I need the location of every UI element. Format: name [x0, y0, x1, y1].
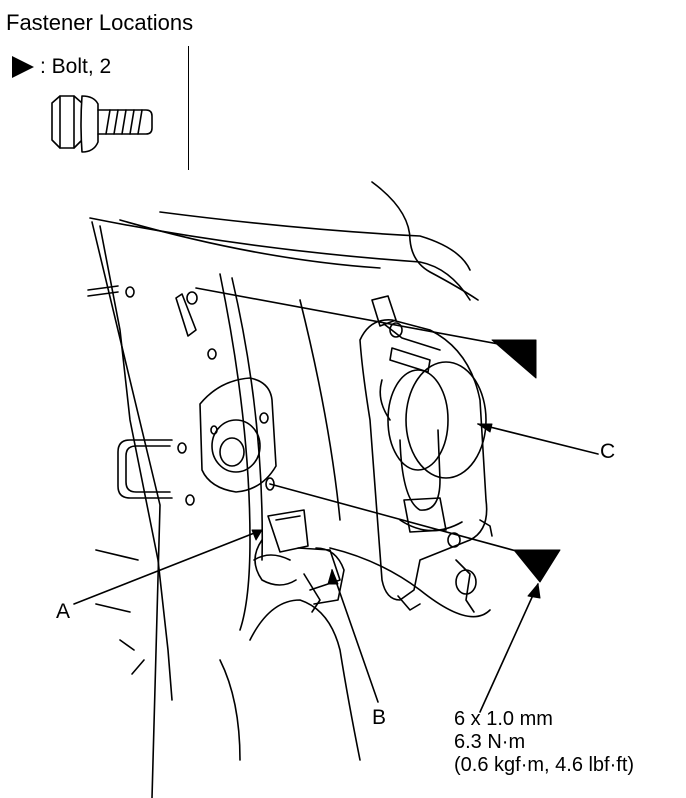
legend-row: : Bolt, 2	[10, 54, 111, 80]
bolt-icon	[51, 95, 153, 153]
legend-divider	[188, 46, 189, 170]
torque-spec: 6 x 1.0 mm 6.3 N·m (0.6 kgf·m, 4.6 lbf·f…	[454, 708, 634, 777]
harness-connectors	[253, 509, 491, 618]
callout-c: C	[600, 440, 616, 463]
spec-torque-alt: (0.6 kgf·m, 4.6 lbf·ft)	[454, 754, 635, 776]
callout-b: B	[372, 706, 387, 729]
page-title: Fastener Locations	[6, 10, 194, 35]
triangle-marker-icon	[12, 56, 34, 78]
callout-a: A	[56, 600, 71, 623]
spec-torque-nm: 6.3 N·m	[454, 731, 526, 753]
bolt-marker-lower	[513, 549, 561, 583]
body-panel	[87, 181, 479, 798]
legend-label: : Bolt, 2	[40, 55, 112, 78]
panel-recess	[199, 377, 277, 493]
panel-handle	[117, 439, 173, 499]
callout-leaders	[73, 423, 599, 713]
panel-holes	[125, 286, 461, 548]
spec-size: 6 x 1.0 mm	[454, 708, 553, 730]
leader-lines	[195, 287, 521, 553]
bracket-assembly	[359, 295, 493, 613]
bolt-marker-upper	[491, 339, 537, 379]
actuator-c	[379, 361, 487, 533]
